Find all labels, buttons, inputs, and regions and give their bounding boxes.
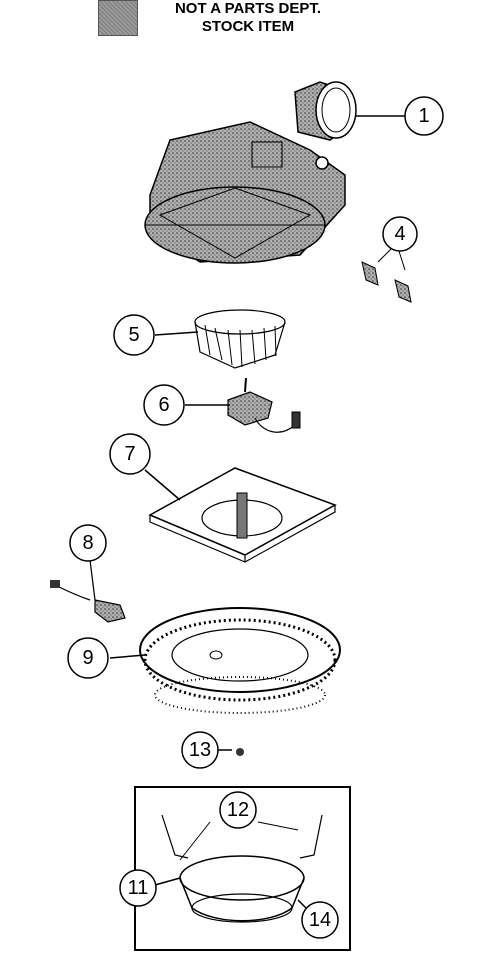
light-assembly-part — [134, 786, 351, 951]
callout-14: 14 — [301, 901, 339, 939]
blower-wheel-part — [154, 309, 286, 369]
callout-label-7: 7 — [124, 443, 135, 465]
callout-1: 1 — [404, 96, 444, 136]
grille-part — [109, 607, 341, 714]
screw-part — [218, 748, 244, 756]
callout-label-6: 6 — [158, 394, 169, 416]
lamp-socket-part — [50, 559, 126, 623]
callout-label-13: 13 — [189, 739, 211, 761]
callout-label-4: 4 — [394, 223, 405, 245]
callout-label-9: 9 — [82, 647, 93, 669]
callout-9: 9 — [67, 637, 109, 679]
callout-label-8: 8 — [82, 532, 93, 554]
mounting-plate-part — [144, 467, 337, 563]
fan-housing-part — [144, 121, 346, 264]
callout-label-14: 14 — [309, 909, 331, 931]
callout-4: 4 — [382, 216, 418, 252]
callout-label-11: 11 — [128, 877, 149, 899]
legend-line-1: NOT A PARTS DEPT. — [174, 0, 322, 17]
callout-label-12: 12 — [227, 799, 249, 821]
duct-connector-part — [294, 81, 405, 141]
callout-8: 8 — [69, 524, 107, 562]
mounting-clips-part — [361, 244, 412, 303]
callout-label-1: 1 — [418, 105, 429, 127]
callout-7: 7 — [109, 433, 151, 475]
callout-11: 11 — [119, 869, 157, 907]
stock-item-swatch — [98, 0, 138, 36]
legend-line-2: STOCK ITEM — [201, 18, 295, 35]
callout-13: 13 — [181, 731, 219, 769]
legend-text: NOT A PARTS DEPT. STOCK ITEM — [148, 0, 348, 36]
callout-6: 6 — [143, 384, 185, 426]
callout-label-5: 5 — [128, 324, 139, 346]
callout-5: 5 — [113, 314, 155, 356]
motor-part — [185, 377, 301, 433]
legend: NOT A PARTS DEPT. STOCK ITEM — [98, 0, 398, 40]
callout-12: 12 — [219, 791, 257, 829]
